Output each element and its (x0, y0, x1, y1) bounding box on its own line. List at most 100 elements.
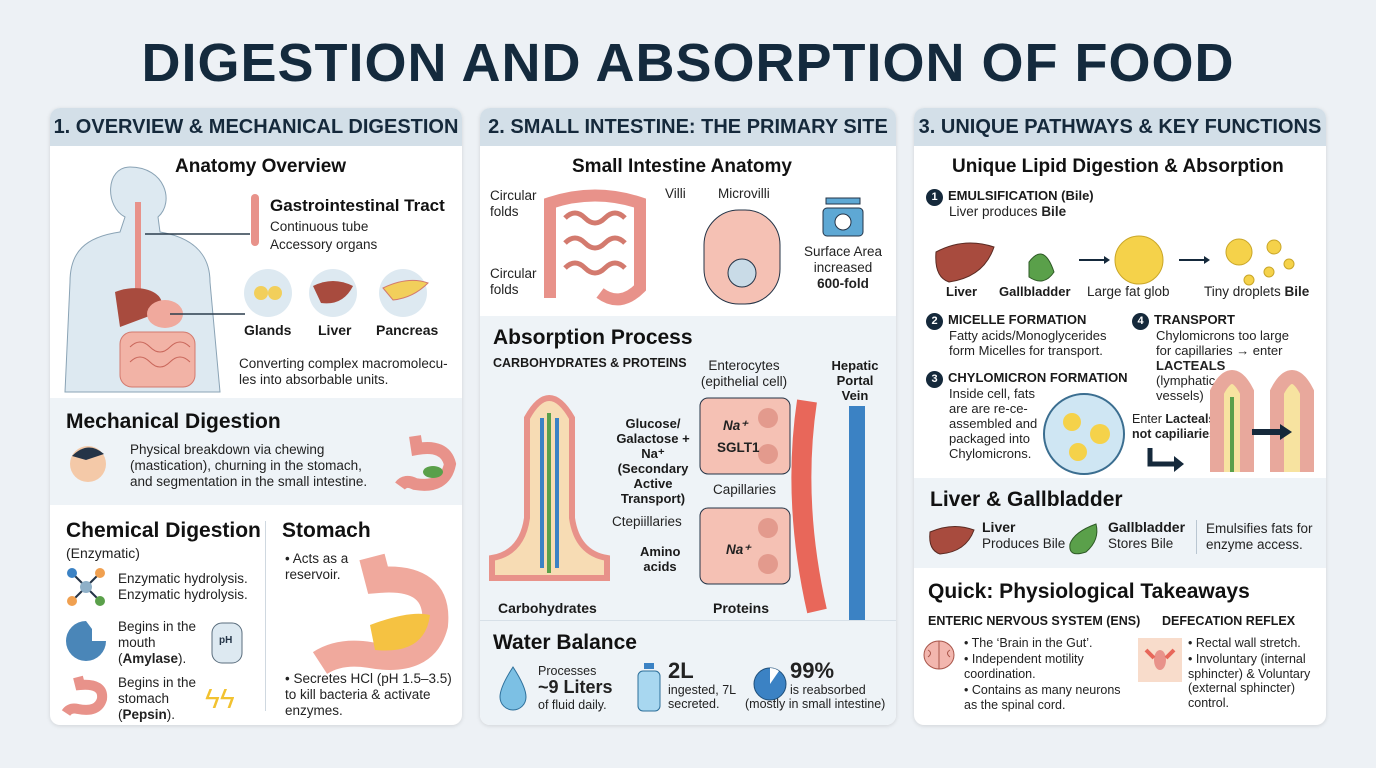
organ-label: Glands (244, 322, 292, 338)
label-amino-acids: Amino acids (640, 544, 681, 574)
water-stat-label: of fluid daily. (538, 698, 607, 712)
enterocyte-cell (699, 397, 791, 475)
ph-meter-icon: pH (211, 622, 243, 664)
pie-icon-99-percent (753, 667, 787, 701)
stomach-bullet: • Acts as a reservoir. (285, 551, 349, 582)
organ-label: Liver (318, 322, 352, 338)
water-stat-label: is reabsorbed (790, 683, 866, 697)
label-ctepillaries: Ctepiillaries (612, 514, 682, 529)
enterocyte-cell (699, 507, 791, 585)
section-title: Water Balance (493, 631, 637, 654)
water-stat-label: ingested, 7L secreted. (668, 683, 736, 711)
section-title: Stomach (282, 519, 371, 542)
hepatic-vein-illustration (849, 406, 865, 626)
label-circular-folds: Circular folds (490, 266, 537, 297)
emulsify-text: Emulsifies fats for enzyme access. (1206, 521, 1313, 552)
section-subtitle: CARBOHYDRATES & PROTEINS (493, 356, 687, 370)
label-droplets: Tiny droplets Bile (1204, 284, 1310, 299)
defecation-bullet: • Rectal wall stretch. (1188, 636, 1301, 650)
lightning-icon: ϟϟ (205, 683, 235, 714)
chylomicron-cell-illustration (1043, 393, 1125, 475)
divider (265, 521, 266, 711)
gallbladder-desc: Stores Bile (1108, 536, 1174, 551)
stomach-bullet: • Secretes HCl (pH 1.5–3.5) to kill bact… (285, 671, 452, 718)
label-na: Na⁺ (726, 542, 751, 557)
molecule-icon (67, 568, 105, 606)
label-villi: Villi (665, 186, 686, 201)
label-hepatic-portal-vein: Hepatic Portal Vein (831, 358, 879, 403)
brain-icon (923, 640, 955, 670)
panel-header: 3. UNIQUE PATHWAYS & KEY FUNCTIONS (914, 108, 1326, 146)
surface-area-value: 600-fold (817, 276, 869, 291)
mechanical-text: Physical breakdown via chewing (masticat… (130, 442, 368, 489)
anatomy-overview-section: Anatomy Overview Gastrointestinal Tract … (50, 146, 462, 398)
panel-small-intestine: 2. SMALL INTESTINE: THE PRIMARY SITE Sma… (480, 108, 896, 725)
gallbladder-icon (1069, 523, 1098, 555)
gi-title: Gastrointestinal Tract (270, 196, 445, 215)
liver-label: Liver (982, 519, 1016, 535)
defecation-title: DEFECATION REFLEX (1162, 614, 1296, 628)
svg-text:pH: pH (219, 635, 232, 646)
gallbladder-label: Gallbladder (1108, 519, 1186, 535)
arrow-icon (1147, 448, 1184, 472)
liver-gallbladder-section: Liver & Gallbladder Liver Produces Bile … (914, 478, 1326, 568)
section-title: Quick: Physiological Takeaways (928, 580, 1250, 603)
divider (1196, 520, 1197, 554)
label-fat-glob: Large fat glob (1087, 284, 1170, 299)
step-text-bold: LACTEALS (1156, 358, 1226, 373)
section-subtitle: (Enzymatic) (66, 545, 140, 561)
emulsification-illustration (935, 235, 1295, 286)
water-stat-label: (mostly in small intestine) (745, 697, 886, 711)
capillary-illustration (791, 399, 827, 614)
section-title: Mechanical Digestion (66, 410, 281, 433)
lacteal-note: Enter Lacteals, not capiliaries. (1132, 412, 1220, 441)
page-title: DIGESTION AND ABSORPTION OF FOOD (141, 33, 1235, 93)
liver-desc: Produces Bile (982, 536, 1066, 551)
ens-bullet: • The ‘Brain in the Gut’. (964, 636, 1093, 650)
villus-illustration (489, 395, 610, 581)
water-drop-icon (499, 666, 527, 711)
gi-line: Accessory organs (270, 237, 378, 252)
label-circular-folds: Circular folds (490, 188, 537, 219)
water-stat-value: ~9 Liters (538, 677, 613, 697)
gi-tract-icon (251, 194, 259, 246)
chemical-digestion-section: Chemical Digestion (Enzymatic) Enzymatic… (50, 505, 462, 725)
scale-icon (822, 197, 864, 237)
panel-overview: 1. OVERVIEW & MECHANICAL DIGESTION Anato… (50, 108, 462, 725)
panel-unique-pathways: 3. UNIQUE PATHWAYS & KEY FUNCTIONS Uniqu… (914, 108, 1326, 725)
mechanical-digestion-section: Mechanical Digestion Physical breakdown … (50, 398, 462, 505)
ens-bullet: • Independent motility coordination. (964, 652, 1084, 681)
section-title: Unique Lipid Digestion & Absorption (952, 156, 1284, 177)
organ-label: Pancreas (376, 322, 439, 338)
chemical-item: Enzymatic hydrolysis. Enzymatic hydrolys… (118, 571, 248, 602)
water-stat-value: 2L (668, 658, 694, 683)
accessory-organs-icons (244, 269, 429, 317)
lacteal-villi-illustration (1210, 370, 1314, 472)
enzyme-icon (66, 621, 106, 661)
water-stat-label: Processes (538, 664, 597, 678)
chemical-item: Begins in the mouth (Amylase). (118, 619, 197, 666)
section-title: Liver & Gallbladder (930, 488, 1123, 511)
ens-bullet: • Contains as many neurons as the spinal… (964, 683, 1121, 712)
surface-area-text: Surface Area increased (803, 244, 883, 275)
water-stat-value: 99% (790, 658, 835, 683)
label-enterocytes: Enterocytes (epithelial cell) (700, 358, 788, 389)
gi-line: Continuous tube (270, 219, 369, 234)
label-microvilli: Microvilli (718, 186, 770, 201)
defecation-bullet: • Involuntary (internal sphincter) & Vol… (1188, 652, 1311, 710)
microvilli-illustration (703, 209, 781, 305)
intestine-illustration (544, 189, 646, 306)
step-text: Inside cell, fats are are re-ce-assemble… (949, 386, 1038, 461)
liver-icon (929, 526, 975, 555)
label-glucose: Glucose/ Galactose + Na⁺ (Secondary Acti… (616, 416, 690, 506)
section-title: Anatomy Overview (175, 156, 347, 177)
section-title: Absorption Process (493, 326, 693, 349)
absorption-process-section: Absorption Process CARBOHYDRATES & PROTE… (480, 316, 896, 626)
section-title: Chemical Digestion (66, 519, 261, 542)
stomach-icon (395, 435, 457, 491)
